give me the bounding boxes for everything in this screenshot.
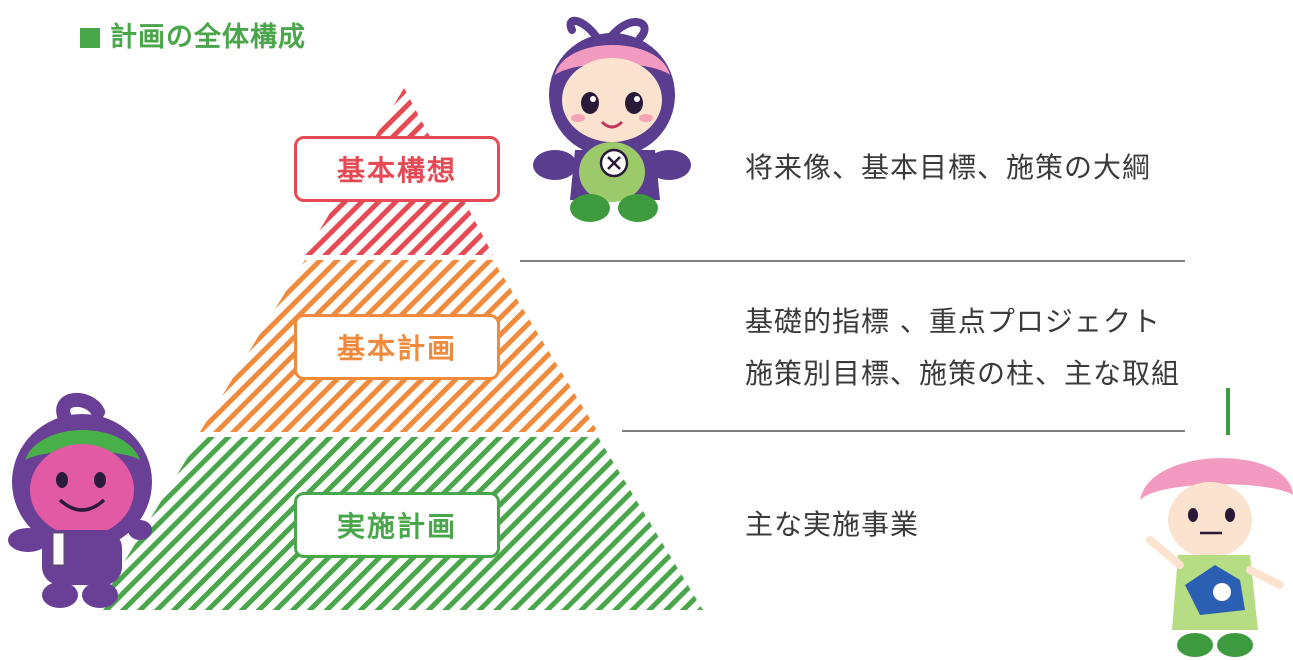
heading-square-icon — [80, 28, 100, 48]
flower-mascot-right — [1140, 388, 1293, 657]
tier-label-kihon-koso: 基本構想 — [294, 136, 500, 202]
tier-description-kihon-koso: 将来像、基本目標、施策の大綱 — [745, 142, 1151, 194]
tier-description-line: 施策別目標、施策の柱、主な取組 — [745, 357, 1181, 390]
tier-description-kihon-keikaku: 基礎的指標 、重点プロジェクト 施策別目標、施策の柱、主な取組 — [745, 296, 1180, 400]
flower-mascot-top — [533, 16, 691, 222]
section-heading: 計画の全体構成 — [80, 22, 306, 54]
tier-label-jisshi-keikaku: 実施計画 — [294, 492, 500, 558]
tier-description-line: 将来像、基本目標、施策の大綱 — [745, 151, 1152, 184]
tier-description-line: 主な実施事業 — [745, 508, 920, 541]
purple-mascot-left — [8, 392, 152, 608]
section-heading-text: 計画の全体構成 — [110, 22, 306, 53]
tier-label-kihon-keikaku: 基本計画 — [294, 314, 500, 380]
tier-description-jisshi-keikaku: 主な実施事業 — [745, 499, 919, 551]
tier-description-line: 基礎的指標 、重点プロジェクト — [745, 305, 1161, 338]
